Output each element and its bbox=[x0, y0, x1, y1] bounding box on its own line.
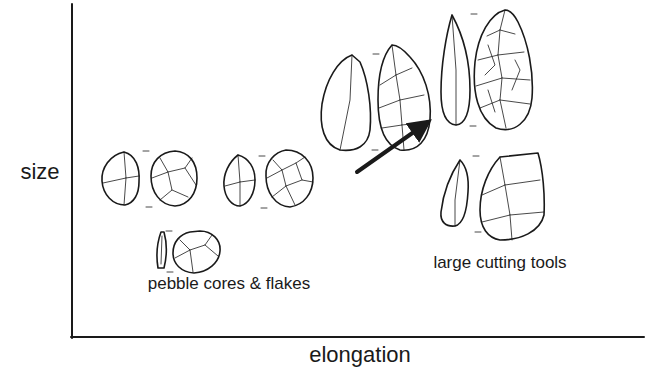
group-label: pebble cores & flakes bbox=[148, 275, 311, 294]
x-axis bbox=[71, 336, 644, 338]
group-label: large cutting tools bbox=[433, 254, 566, 273]
flake bbox=[157, 231, 220, 273]
axis-label: elongation bbox=[309, 343, 411, 367]
axis-label: size bbox=[20, 160, 59, 184]
trend-arrow bbox=[357, 122, 428, 172]
cleaver bbox=[441, 153, 544, 240]
pebble-core bbox=[102, 151, 197, 207]
handaxe bbox=[321, 45, 430, 150]
y-axis bbox=[71, 4, 73, 338]
handaxe bbox=[441, 10, 532, 130]
pebble-core bbox=[224, 150, 313, 208]
